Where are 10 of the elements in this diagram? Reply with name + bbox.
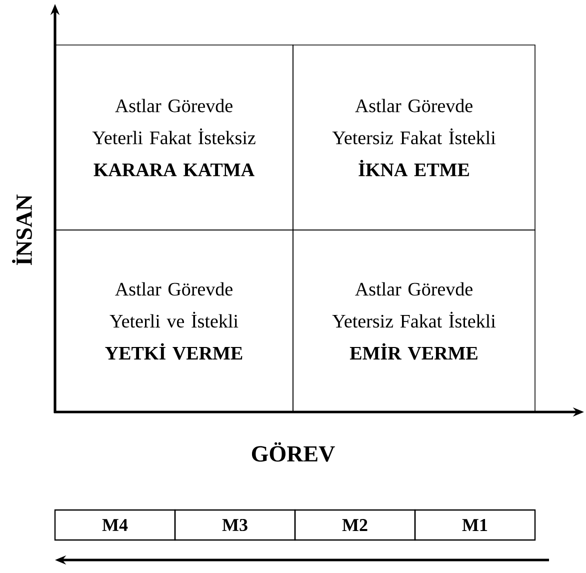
quadrant-box: Astlar Görevde Yeterli Fakat İsteksiz KARARA KATMA: [54, 44, 294, 230]
quadrant-box: Astlar Görevde Yetersiz Fakat İstekli İKNA ETME: [292, 44, 536, 230]
axis-label: GÖREV: [252, 442, 335, 462]
quadrant-box: Astlar Görevde Yetersiz Fakat İstekli EMİR VERME: [292, 230, 536, 412]
quadrant-box: Astlar Görevde Yeterli ve İstekli YETKİ VERME: [54, 230, 294, 412]
axis-label: İNSAN: [12, 194, 32, 266]
table-cell: M1: [414, 509, 536, 541]
table-cell: M4: [54, 509, 176, 541]
table-cell: M2: [294, 509, 416, 541]
table-cell: M3: [174, 509, 296, 541]
